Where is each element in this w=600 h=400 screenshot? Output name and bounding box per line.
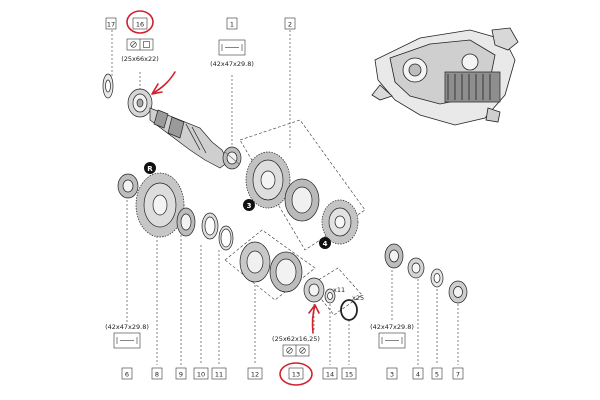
callout-15: 15 [341, 367, 357, 380]
callout-2: 2 [284, 17, 296, 30]
input-shaft [149, 107, 229, 169]
svg-text:7: 7 [456, 371, 460, 379]
washer-part-5 [430, 268, 444, 288]
dim-label-1: (42x47x29.8) [210, 60, 254, 68]
transmission-housing-illustration [371, 27, 519, 126]
svg-text:8: 8 [155, 371, 159, 379]
group-outlines [224, 119, 366, 316]
svg-text:3: 3 [390, 371, 394, 379]
svg-text:4: 4 [416, 371, 420, 379]
marker-4th: 4 [319, 237, 331, 249]
svg-text:9: 9 [179, 371, 183, 379]
dim-label-3: (42x47x29.8) [370, 323, 414, 331]
callout-5: 5 [431, 367, 443, 380]
bearing-part-16 [127, 88, 153, 118]
svg-text:15: 15 [345, 371, 353, 379]
callout-9: 9 [175, 367, 187, 380]
callout-4: 4 [412, 367, 424, 380]
red-arrow-part-13 [308, 304, 320, 334]
callout-1: 1 [226, 17, 238, 30]
svg-text:13: 13 [292, 371, 300, 379]
symbol-box-13 [282, 344, 310, 357]
svg-text:R: R [147, 165, 153, 173]
spacer-part-4 [407, 257, 425, 279]
needle-bearing-part-3 [384, 243, 404, 269]
svg-text:2: 2 [288, 21, 292, 29]
svg-text:5: 5 [435, 371, 439, 379]
marker-3rd: 3 [243, 199, 255, 211]
svg-text:14: 14 [326, 371, 334, 379]
bearing-part-13 [303, 277, 325, 303]
gear-4th [321, 199, 359, 245]
svg-text:4: 4 [323, 240, 328, 248]
needle-bearing-part-1 [222, 146, 242, 170]
dim-label-6: (42x47x29.8) [105, 323, 149, 331]
svg-text:3: 3 [247, 202, 252, 210]
red-circle-callout-16 [126, 10, 154, 34]
svg-text:1: 1 [230, 21, 234, 29]
qty-x11: x11 [333, 286, 345, 294]
callout-12: 12 [247, 367, 263, 380]
svg-text:16: 16 [136, 21, 144, 29]
qty-x25: x25 [352, 294, 364, 302]
bearing-part-7 [448, 280, 468, 304]
washer-part-14 [324, 288, 336, 304]
ring-part-11 [218, 225, 234, 251]
callout-3: 3 [386, 367, 398, 380]
red-annotations [126, 10, 320, 386]
callout-6: 6 [121, 367, 133, 380]
callout-10: 10 [193, 367, 209, 380]
svg-text:10: 10 [197, 371, 205, 379]
svg-text:6: 6 [125, 371, 129, 379]
svg-text:17: 17 [107, 21, 115, 29]
callout-8: 8 [151, 367, 163, 380]
ring-part-10 [201, 212, 219, 240]
dim-label-13: (25x62x16,25) [272, 335, 320, 343]
synchro-sleeve-part-12 [239, 241, 303, 293]
symbol-box-16 [126, 38, 154, 51]
callout-11: 11 [211, 367, 227, 380]
leader-lines [111, 30, 459, 365]
callout-17: 17 [105, 17, 117, 30]
marker-reverse: R [144, 162, 156, 174]
needle-bearing-part-6 [117, 173, 139, 199]
gear-3rd [245, 151, 291, 209]
red-circle-callout-13 [279, 362, 313, 386]
callout-7: 7 [452, 367, 464, 380]
callout-16: 16 [132, 17, 148, 30]
svg-text:11: 11 [215, 371, 223, 379]
bearing-symbol-6 [113, 332, 141, 349]
thrust-washer-part-17 [102, 73, 114, 99]
bearing-symbol-3 [378, 332, 406, 349]
dim-label-16: (25x66x22) [121, 55, 159, 63]
reverse-gear [135, 172, 185, 238]
synchro-hub [284, 178, 320, 222]
synchro-ring-part-9 [176, 207, 196, 237]
callout-14: 14 [322, 367, 338, 380]
callout-13: 13 [288, 367, 304, 380]
bearing-symbol-1 [218, 39, 246, 56]
circlip-part-15 [340, 299, 358, 321]
red-arrow-part-16 [151, 71, 176, 95]
svg-text:12: 12 [251, 371, 259, 379]
